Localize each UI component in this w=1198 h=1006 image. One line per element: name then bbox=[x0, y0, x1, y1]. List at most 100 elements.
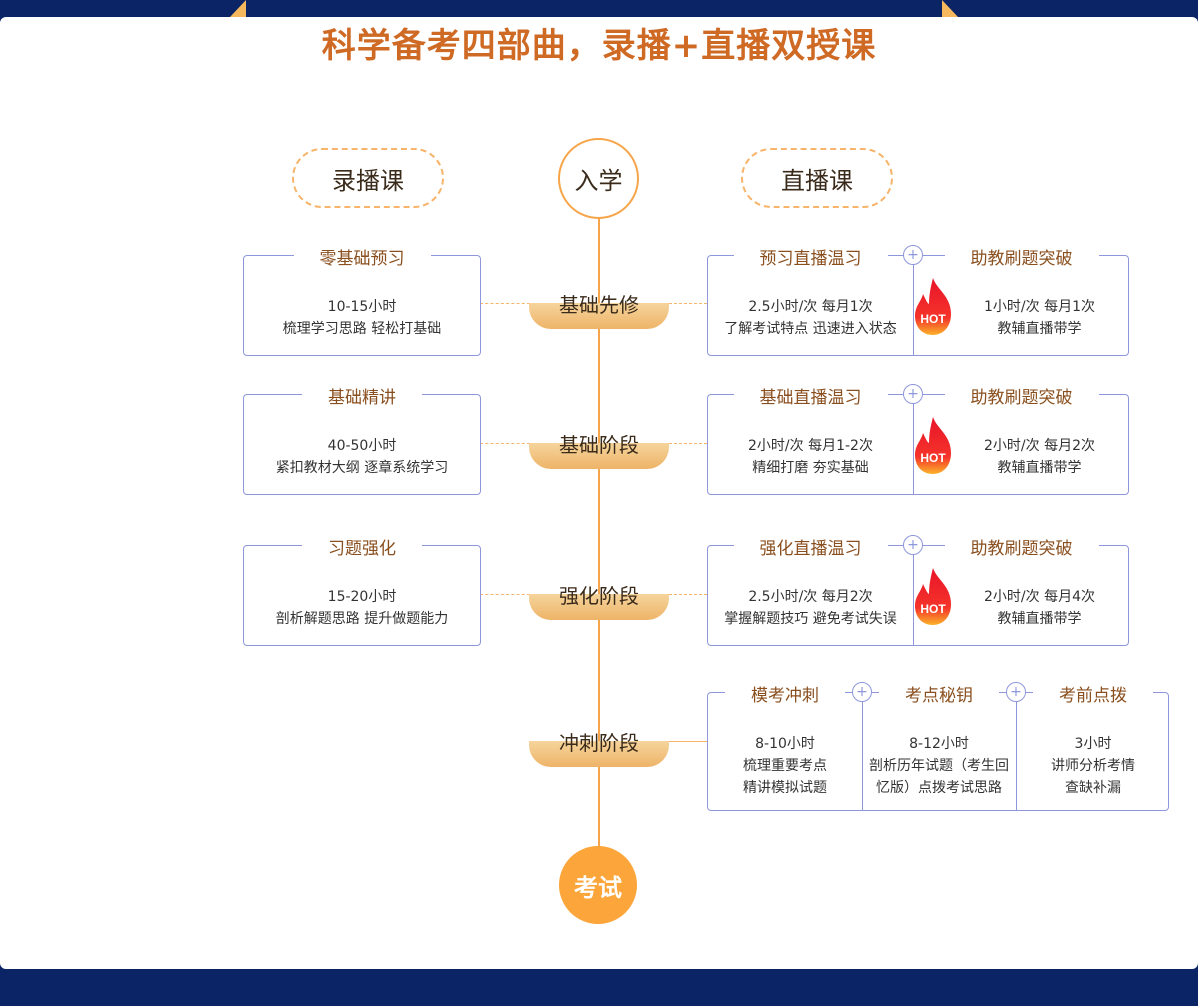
live-course-item: 强化直播温习 2.5小时/次 每月2次掌握解题技巧 避免考试失误 bbox=[708, 539, 913, 645]
connector-line bbox=[669, 303, 707, 304]
card-title: 习题强化 bbox=[302, 539, 422, 559]
description-line: 2.5小时/次 每月1次 bbox=[748, 299, 873, 315]
description-line: 1小时/次 每月1次 bbox=[984, 299, 1095, 315]
start-node: 入学 bbox=[558, 138, 639, 219]
recorded-course-card: 零基础预习 10-15小时梳理学习思路 轻松打基础 bbox=[243, 249, 481, 356]
page-title: 科学备考四部曲，录播+直播双授课 bbox=[321, 26, 877, 66]
card-title: 考前点拨 bbox=[1033, 686, 1153, 706]
description-line: 15-20小时 bbox=[327, 589, 397, 605]
live-course-item: 基础直播温习 2小时/次 每月1-2次精细打磨 夯实基础 bbox=[708, 388, 913, 494]
recorded-course-card: 基础精讲 40-50小时紧扣教材大纲 逐章系统学习 bbox=[243, 388, 481, 495]
description-line: 讲师分析考情 bbox=[1051, 758, 1135, 774]
card-title: 助教刷题突破 bbox=[944, 388, 1099, 408]
live-course-header: 直播课 bbox=[741, 148, 893, 208]
card-title: 基础直播温习 bbox=[733, 388, 888, 408]
stage-name: 强化阶段 bbox=[559, 584, 639, 608]
card-title: 预习直播温习 bbox=[733, 249, 888, 269]
card-title: 强化直播温习 bbox=[733, 539, 888, 559]
stage-label: 基础阶段 bbox=[529, 433, 669, 469]
connector-line bbox=[480, 303, 530, 304]
card-description: 2小时/次 每月1-2次精细打磨 夯实基础 bbox=[708, 435, 913, 479]
plus-icon: + bbox=[903, 384, 923, 404]
plus-icon: + bbox=[1006, 682, 1026, 702]
stage-label: 基础先修 bbox=[529, 293, 669, 329]
description-line: 2小时/次 每月4次 bbox=[984, 589, 1095, 605]
connector-line bbox=[480, 594, 530, 595]
card-title: 模考冲刺 bbox=[725, 686, 845, 706]
recorded-course-card: 习题强化 15-20小时剖析解题思路 提升做题能力 bbox=[243, 539, 481, 646]
live-course-card: 强化直播温习 2.5小时/次 每月2次掌握解题技巧 避免考试失误 助教刷题突破 2小时… bbox=[707, 535, 1130, 646]
corner-decoration bbox=[230, 0, 246, 17]
recorded-course-header: 录播课 bbox=[292, 148, 444, 208]
card-description: 2.5小时/次 每月2次掌握解题技巧 避免考试失误 bbox=[708, 586, 913, 630]
hot-flame-icon: HOT bbox=[913, 417, 953, 475]
card-description: 8-12小时剖析历年试题（考生回忆版）点拨考试思路 bbox=[862, 733, 1016, 799]
description-line: 10-15小时 bbox=[327, 299, 397, 315]
description-line: 8-10小时 bbox=[755, 736, 815, 752]
divider bbox=[913, 256, 914, 355]
live-course-card: 模考冲刺 8-10小时梳理重要考点精讲模拟试题 考点秘钥 8-12小时剖析历年试题（考… bbox=[707, 682, 1170, 811]
description-line: 教辅直播带学 bbox=[997, 460, 1082, 476]
stage-label: 强化阶段 bbox=[529, 584, 669, 620]
live-course-item: 考前点拨 3小时讲师分析考情查缺补漏 bbox=[1016, 686, 1170, 810]
hot-flame-icon: HOT bbox=[913, 278, 953, 336]
plus-icon: + bbox=[903, 245, 923, 265]
description-line: 查缺补漏 bbox=[1065, 780, 1121, 796]
connector-line bbox=[669, 594, 707, 595]
stage-name: 基础阶段 bbox=[559, 433, 639, 457]
description-line: 剖析历年试题（考生回 bbox=[869, 758, 1009, 774]
end-node: 考试 bbox=[559, 846, 637, 924]
card-description: 2小时/次 每月4次教辅直播带学 bbox=[949, 586, 1130, 630]
card-description: 3小时讲师分析考情查缺补漏 bbox=[1016, 733, 1170, 799]
card-description: 15-20小时剖析解题思路 提升做题能力 bbox=[244, 586, 480, 630]
description-line: 紧扣教材大纲 逐章系统学习 bbox=[275, 460, 449, 476]
stage-name: 基础先修 bbox=[559, 293, 639, 317]
description-line: 忆版）点拨考试思路 bbox=[876, 780, 1002, 796]
description-line: 了解考试特点 迅速进入状态 bbox=[724, 321, 897, 337]
description-line: 教辅直播带学 bbox=[997, 321, 1082, 337]
live-course-item: 模考冲刺 8-10小时梳理重要考点精讲模拟试题 bbox=[708, 686, 862, 810]
card-description: 10-15小时梳理学习思路 轻松打基础 bbox=[244, 296, 480, 340]
description-line: 剖析解题思路 提升做题能力 bbox=[275, 611, 449, 627]
description-line: 精细打磨 夯实基础 bbox=[752, 460, 869, 476]
connector-line bbox=[669, 741, 707, 742]
card-title: 零基础预习 bbox=[293, 249, 431, 269]
live-course-card: 基础直播温习 2小时/次 每月1-2次精细打磨 夯实基础 助教刷题突破 2小时/次 每… bbox=[707, 384, 1130, 495]
timeline-line bbox=[598, 218, 600, 848]
description-line: 8-12小时 bbox=[909, 736, 969, 752]
description-line: 精讲模拟试题 bbox=[743, 780, 827, 796]
connector-line bbox=[480, 443, 530, 444]
divider bbox=[862, 693, 863, 810]
corner-decoration bbox=[942, 0, 958, 17]
hot-flame-icon: HOT bbox=[913, 568, 953, 626]
svg-text:HOT: HOT bbox=[920, 602, 946, 616]
description-line: 2小时/次 每月2次 bbox=[984, 438, 1095, 454]
card-title: 助教刷题突破 bbox=[944, 539, 1099, 559]
description-line: 掌握解题技巧 避免考试失误 bbox=[724, 611, 897, 627]
card-description: 1小时/次 每月1次教辅直播带学 bbox=[949, 296, 1130, 340]
card-description: 8-10小时梳理重要考点精讲模拟试题 bbox=[708, 733, 862, 799]
description-line: 40-50小时 bbox=[327, 438, 397, 454]
description-line: 梳理重要考点 bbox=[743, 758, 827, 774]
description-line: 3小时 bbox=[1074, 736, 1112, 752]
card-title: 基础精讲 bbox=[302, 388, 422, 408]
divider bbox=[913, 546, 914, 645]
live-course-item: 助教刷题突破 2小时/次 每月2次教辅直播带学 HOT bbox=[913, 388, 1130, 494]
svg-text:HOT: HOT bbox=[920, 312, 946, 326]
stage-label: 冲刺阶段 bbox=[529, 731, 669, 767]
card-description: 2.5小时/次 每月1次了解考试特点 迅速进入状态 bbox=[708, 296, 913, 340]
connector-line bbox=[669, 443, 707, 444]
description-line: 梳理学习思路 轻松打基础 bbox=[282, 321, 442, 337]
live-course-item: 预习直播温习 2.5小时/次 每月1次了解考试特点 迅速进入状态 bbox=[708, 249, 913, 355]
live-course-item: 考点秘钥 8-12小时剖析历年试题（考生回忆版）点拨考试思路 bbox=[862, 686, 1016, 810]
description-line: 2.5小时/次 每月2次 bbox=[748, 589, 873, 605]
divider bbox=[913, 395, 914, 494]
description-line: 2小时/次 每月1-2次 bbox=[748, 438, 873, 454]
card-title: 考点秘钥 bbox=[879, 686, 999, 706]
plus-icon: + bbox=[903, 535, 923, 555]
card-description: 40-50小时紧扣教材大纲 逐章系统学习 bbox=[244, 435, 480, 479]
description-line: 教辅直播带学 bbox=[997, 611, 1082, 627]
